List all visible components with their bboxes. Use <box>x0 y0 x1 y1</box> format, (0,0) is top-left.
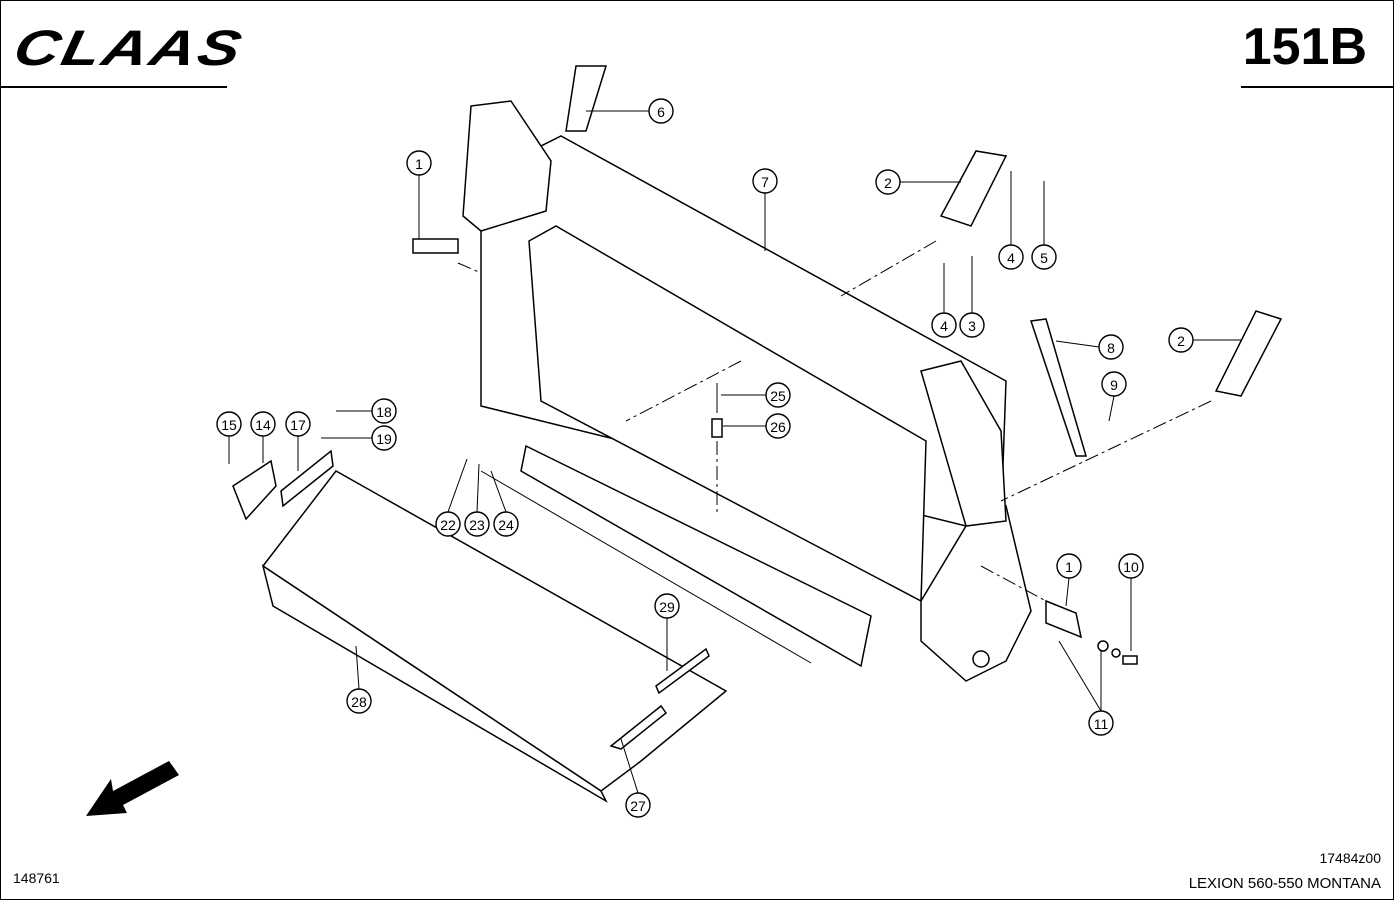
callout-number: 1 <box>415 156 423 172</box>
page-number: 151B <box>1242 18 1367 76</box>
callout-number: 15 <box>221 417 237 433</box>
model-name: LEXION 560-550 MONTANA <box>1188 875 1381 892</box>
small-parts <box>232 150 1283 750</box>
callout-circle <box>216 411 242 437</box>
callout-1: 1 <box>1056 553 1082 579</box>
callout-number: 24 <box>498 517 514 533</box>
callout-number: 25 <box>770 388 786 404</box>
callout-circle <box>1118 553 1144 579</box>
callout-14: 14 <box>250 411 276 437</box>
callout-number: 4 <box>940 318 948 334</box>
leader-lines <box>228 110 1241 794</box>
callout-11: 11 <box>1088 710 1114 736</box>
callout-1: 1 <box>406 150 432 176</box>
callout-circle <box>1098 334 1124 360</box>
callout-circle <box>1031 244 1057 270</box>
callout-circle <box>1056 553 1082 579</box>
callout-circle <box>875 169 901 195</box>
front-frame <box>462 65 1032 682</box>
dash-lines <box>457 240 1212 602</box>
callout-number: 5 <box>1040 250 1048 266</box>
callout-25: 25 <box>765 382 791 408</box>
callout-5: 5 <box>1031 244 1057 270</box>
callout-29: 29 <box>654 593 680 619</box>
figure-reference: 17484z00 <box>1319 850 1381 866</box>
header-divider <box>1241 86 1393 88</box>
bottom-panel <box>261 470 812 803</box>
callout-26: 26 <box>765 413 791 439</box>
callout-18: 18 <box>371 398 397 424</box>
callout-circle <box>1168 327 1194 353</box>
callout-17: 17 <box>285 411 311 437</box>
callout-22: 22 <box>435 511 461 537</box>
callout-number: 28 <box>351 694 367 710</box>
callout-circle <box>765 382 791 408</box>
callout-3: 3 <box>959 312 985 338</box>
callout-7: 7 <box>752 168 778 194</box>
callout-circle <box>346 688 372 714</box>
callout-circle <box>752 168 778 194</box>
callout-circle <box>1101 371 1127 397</box>
callout-number: 22 <box>440 517 456 533</box>
callout-19: 19 <box>371 425 397 451</box>
callout-circle <box>493 511 519 537</box>
callout-number: 17 <box>290 417 306 433</box>
callout-2: 2 <box>1168 327 1194 353</box>
callout-circle <box>285 411 311 437</box>
callout-circle <box>435 511 461 537</box>
callout-circle <box>464 511 490 537</box>
callout-circle <box>765 413 791 439</box>
callout-circle <box>654 593 680 619</box>
callout-circle <box>250 411 276 437</box>
callout-number: 9 <box>1110 377 1118 393</box>
callout-number: 14 <box>255 417 271 433</box>
arrow-down-left-icon <box>86 761 179 816</box>
callout-circle <box>998 244 1024 270</box>
callout-number: 27 <box>630 798 646 814</box>
callout-number: 2 <box>884 175 892 191</box>
callout-15: 15 <box>216 411 242 437</box>
callout-number: 26 <box>770 419 786 435</box>
callout-4: 4 <box>931 312 957 338</box>
callout-number: 4 <box>1007 250 1015 266</box>
callout-8: 8 <box>1098 334 1124 360</box>
callout-circle <box>625 792 651 818</box>
callout-number: 29 <box>659 599 675 615</box>
callout-number: 3 <box>968 318 976 334</box>
callout-number: 19 <box>376 431 392 447</box>
callout-number: 23 <box>469 517 485 533</box>
callout-9: 9 <box>1101 371 1127 397</box>
callout-circle <box>959 312 985 338</box>
callout-circle <box>371 425 397 451</box>
callout-4: 4 <box>998 244 1024 270</box>
callout-number: 6 <box>657 104 665 120</box>
callout-number: 7 <box>761 174 769 190</box>
callout-circle <box>406 150 432 176</box>
callout-10: 10 <box>1118 553 1144 579</box>
header-divider <box>1 86 227 88</box>
callout-number: 8 <box>1107 340 1115 356</box>
callout-number: 1 <box>1065 559 1073 575</box>
callout-number: 10 <box>1123 559 1139 575</box>
callout-23: 23 <box>464 511 490 537</box>
drawing-reference: 148761 <box>13 870 60 886</box>
callout-6: 6 <box>648 98 674 124</box>
callout-27: 27 <box>625 792 651 818</box>
callout-28: 28 <box>346 688 372 714</box>
callout-2: 2 <box>875 169 901 195</box>
callout-circle <box>371 398 397 424</box>
callout-number: 18 <box>376 404 392 420</box>
callout-circle <box>931 312 957 338</box>
callout-24: 24 <box>493 511 519 537</box>
callout-circle <box>648 98 674 124</box>
callout-number: 2 <box>1177 333 1185 349</box>
callout-number: 11 <box>1094 716 1109 732</box>
callout-circle <box>1088 710 1114 736</box>
